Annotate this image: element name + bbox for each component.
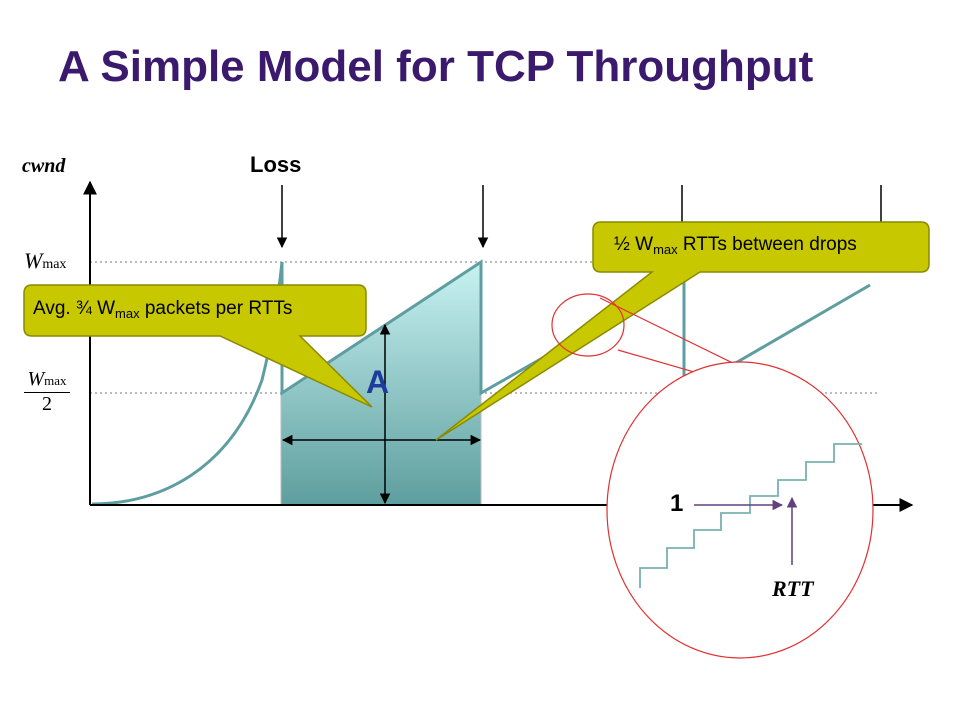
- staircase: [639, 443, 862, 588]
- whalf-label: Wmax 2: [24, 368, 70, 416]
- loss-label: Loss: [250, 152, 302, 177]
- cwnd-curve: [91, 259, 591, 506]
- slide-title: A Simple Model for TCP Throughput: [58, 42, 814, 91]
- callout-left-text: Avg. ¾ Wmax packets per RTTs: [33, 298, 293, 321]
- wmax-label: Wmax: [24, 248, 67, 273]
- rtt-label: RTT: [772, 576, 814, 601]
- callout-right-text: ½ Wmax RTTs between drops: [614, 234, 857, 257]
- callout-left-shape: [23, 284, 373, 408]
- one-label: 1: [670, 490, 684, 517]
- zoom-small-circle: [551, 293, 625, 357]
- cwnd-label: cwnd: [22, 155, 66, 177]
- zoom-big-circle: [606, 361, 874, 659]
- callout-right-shape: [435, 221, 930, 441]
- area-a-label: A: [366, 364, 390, 400]
